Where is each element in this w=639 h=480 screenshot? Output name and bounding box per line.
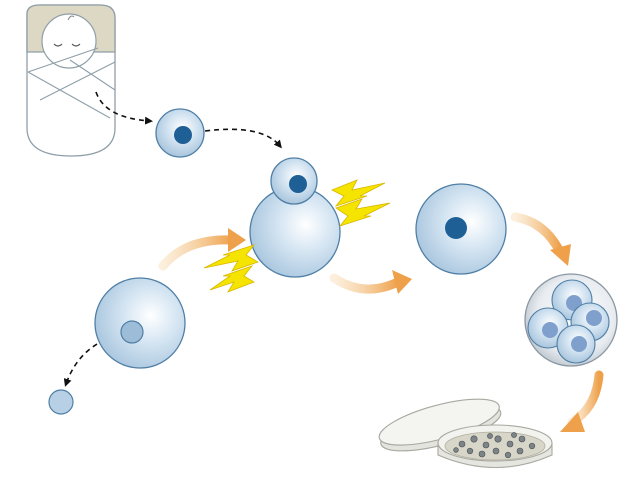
donor-cell: [155, 108, 205, 158]
orange-arrowhead-3: [550, 244, 571, 266]
dashed-arrow-egg-nucleus-removed: [63, 333, 123, 387]
orange-arrow-egg-to-fusion: [158, 235, 237, 271]
reconstructed-egg: [415, 183, 507, 275]
embryo: [524, 273, 618, 367]
orange-arrow-fusion-to-egg: [329, 273, 403, 294]
baby-icon: [26, 4, 116, 157]
dashed-arrow-cell-to-fusion: [204, 128, 282, 149]
petri-dish-icon: [378, 398, 553, 468]
lightning-icon: [331, 179, 391, 227]
fusion-cells: [249, 157, 341, 278]
egg-cell: [94, 277, 186, 369]
orange-arrowhead-1: [228, 228, 246, 252]
orange-arrowhead-2: [392, 270, 412, 294]
removed-nucleus: [48, 389, 74, 415]
orange-arrow-egg-to-embryo: [510, 212, 565, 257]
lightning-icon: [203, 244, 259, 293]
orange-arrowhead-4: [560, 412, 585, 432]
dashed-arrow-baby-to-cell: [95, 91, 153, 125]
